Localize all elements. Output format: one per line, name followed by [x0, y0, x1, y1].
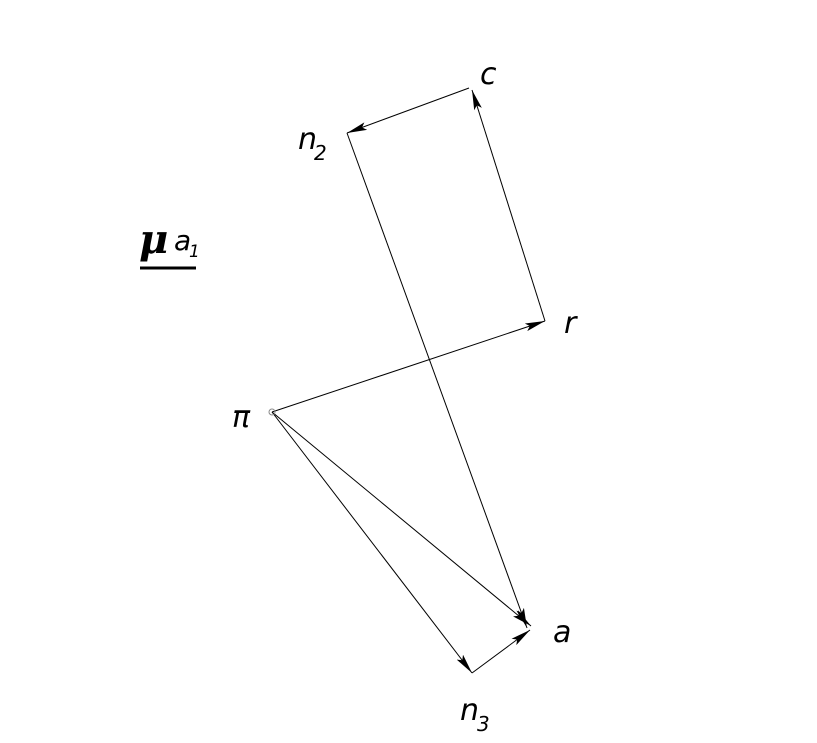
label-n2-base: n: [298, 122, 317, 157]
vector-r-c: [471, 89, 546, 322]
label-n2: n 2: [298, 122, 327, 165]
scale-mu-symbol: μ: [139, 216, 168, 263]
label-n3-base: n: [460, 693, 479, 728]
vector-n2-a: [346, 132, 528, 629]
label-c: c: [480, 57, 497, 92]
vector-pi-r: [271, 320, 546, 413]
pole-point: [268, 408, 276, 416]
scale-index: 1: [189, 242, 200, 262]
label-n3-sub: 3: [477, 712, 490, 736]
label-n2-sub: 2: [314, 141, 327, 165]
scale-letter: a: [174, 224, 191, 257]
label-n3: n 3: [460, 693, 490, 736]
scale-label: μ a 1: [139, 216, 200, 270]
label-pi: π: [232, 400, 251, 435]
vector-pi-n3: [271, 411, 473, 674]
vector-pi-a: [271, 411, 532, 627]
label-a: a: [553, 615, 571, 650]
vector-c-n2: [346, 87, 470, 134]
label-r: r: [564, 306, 578, 341]
vector-n3-a: [471, 629, 531, 674]
